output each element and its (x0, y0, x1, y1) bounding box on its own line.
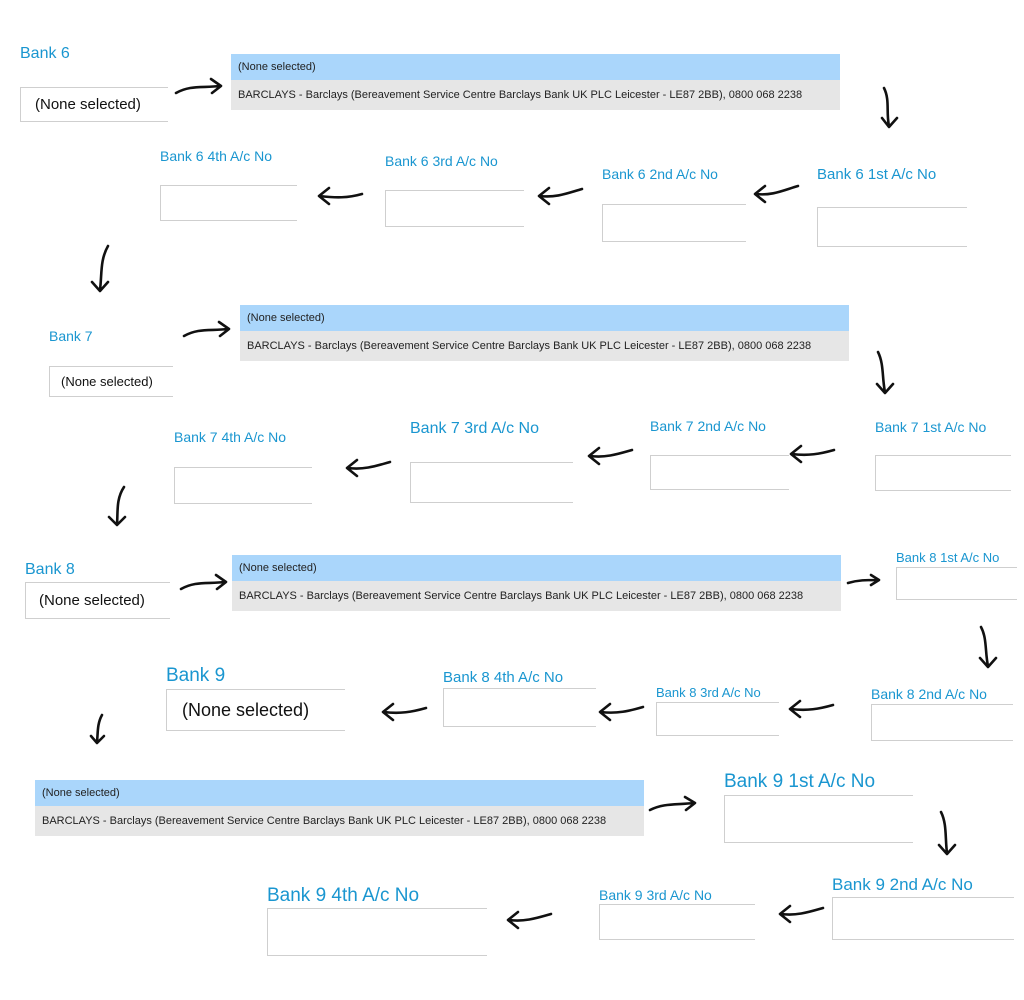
bank6-acc2-input[interactable] (602, 204, 746, 242)
arrow-down-icon (875, 350, 895, 395)
bank6-select[interactable]: (None selected) (20, 87, 168, 122)
arrow-left-icon (537, 186, 584, 206)
arrow-left-icon (345, 458, 392, 478)
bank7-acc3-input[interactable] (410, 462, 573, 503)
arrow-right-icon (846, 573, 881, 587)
bank8-acc3-input[interactable] (656, 702, 779, 736)
bank6-acc1-label: Bank 6 1st A/c No (817, 166, 937, 183)
bank9-acc1-input[interactable] (724, 795, 913, 843)
bank7-acc3-label: Bank 7 3rd A/c No (410, 420, 539, 437)
bank8-acc3-label: Bank 8 3rd A/c No (656, 685, 761, 700)
bank7-acc2-label: Bank 7 2nd A/c No (650, 418, 766, 434)
bank6-option-barclays[interactable]: BARCLAYS - Barclays (Bereavement Service… (231, 80, 840, 110)
bank8-option-none[interactable]: (None selected) (232, 555, 841, 581)
arrow-down-icon (978, 625, 998, 669)
arrow-left-icon (506, 910, 553, 930)
bank7-acc4-input[interactable] (174, 467, 312, 504)
bank6-label: Bank 6 (20, 45, 70, 62)
bank7-acc1-label: Bank 7 1st A/c No (875, 419, 987, 435)
arrow-down-icon (89, 713, 106, 745)
arrow-left-icon (753, 184, 800, 204)
bank6-acc4-input[interactable] (160, 185, 297, 221)
bank7-dropdown-list: (None selected) BARCLAYS - Barclays (Ber… (240, 305, 849, 361)
arrow-right-icon (648, 795, 697, 812)
bank8-label: Bank 8 (25, 561, 75, 578)
bank9-acc2-input[interactable] (832, 897, 1014, 940)
bank9-label: Bank 9 (166, 665, 226, 686)
bank8-acc1-input[interactable] (896, 567, 1017, 600)
arrow-left-icon (788, 699, 835, 719)
bank9-acc3-label: Bank 9 3rd A/c No (599, 887, 712, 903)
bank6-acc3-label: Bank 6 3rd A/c No (385, 153, 498, 169)
bank7-option-barclays[interactable]: BARCLAYS - Barclays (Bereavement Service… (240, 331, 849, 361)
bank8-acc1-label: Bank 8 1st A/c No (896, 550, 1000, 565)
arrow-left-icon (789, 444, 836, 464)
bank9-option-none[interactable]: (None selected) (35, 780, 644, 806)
bank7-label: Bank 7 (49, 328, 93, 344)
arrow-right-icon (174, 77, 223, 95)
bank7-acc1-input[interactable] (875, 455, 1011, 491)
bank8-acc4-label: Bank 8 4th A/c No (443, 669, 564, 686)
bank8-acc4-input[interactable] (443, 688, 596, 727)
bank6-acc3-input[interactable] (385, 190, 524, 227)
arrow-down-icon (90, 244, 110, 293)
bank9-acc3-input[interactable] (599, 904, 755, 940)
bank6-acc1-input[interactable] (817, 207, 967, 247)
bank8-dropdown-list: (None selected) BARCLAYS - Barclays (Ber… (232, 555, 841, 611)
bank8-select[interactable]: (None selected) (25, 582, 170, 619)
bank8-acc2-label: Bank 8 2nd A/c No (871, 686, 987, 702)
bank9-acc4-input[interactable] (267, 908, 487, 956)
bank8-option-barclays[interactable]: BARCLAYS - Barclays (Bereavement Service… (232, 581, 841, 611)
arrow-left-icon (778, 904, 825, 924)
arrow-right-icon (182, 320, 231, 338)
bank6-option-none[interactable]: (None selected) (231, 54, 840, 80)
arrow-right-icon (179, 573, 228, 591)
arrow-down-icon (937, 810, 957, 856)
arrow-left-icon (317, 186, 364, 206)
bank6-dropdown-list: (None selected) BARCLAYS - Barclays (Ber… (231, 54, 840, 110)
arrow-left-icon (587, 446, 634, 466)
bank7-acc4-label: Bank 7 4th A/c No (174, 429, 287, 445)
bank9-acc1-label: Bank 9 1st A/c No (724, 771, 876, 792)
arrow-down-icon (107, 485, 127, 527)
bank6-acc4-label: Bank 6 4th A/c No (160, 148, 273, 164)
arrow-left-icon (598, 702, 645, 722)
bank9-acc2-label: Bank 9 2nd A/c No (832, 875, 973, 894)
bank6-acc2-label: Bank 6 2nd A/c No (602, 166, 718, 182)
bank9-select[interactable]: (None selected) (166, 689, 345, 731)
bank9-option-barclays[interactable]: BARCLAYS - Barclays (Bereavement Service… (35, 806, 644, 836)
arrow-left-icon (381, 702, 428, 722)
bank7-acc2-input[interactable] (650, 455, 789, 490)
arrow-down-icon (880, 86, 899, 129)
bank9-acc4-label: Bank 9 4th A/c No (267, 885, 420, 906)
bank8-acc2-input[interactable] (871, 704, 1013, 741)
bank7-option-none[interactable]: (None selected) (240, 305, 849, 331)
bank9-dropdown-list: (None selected) BARCLAYS - Barclays (Ber… (35, 780, 644, 836)
bank7-select[interactable]: (None selected) (49, 366, 173, 397)
